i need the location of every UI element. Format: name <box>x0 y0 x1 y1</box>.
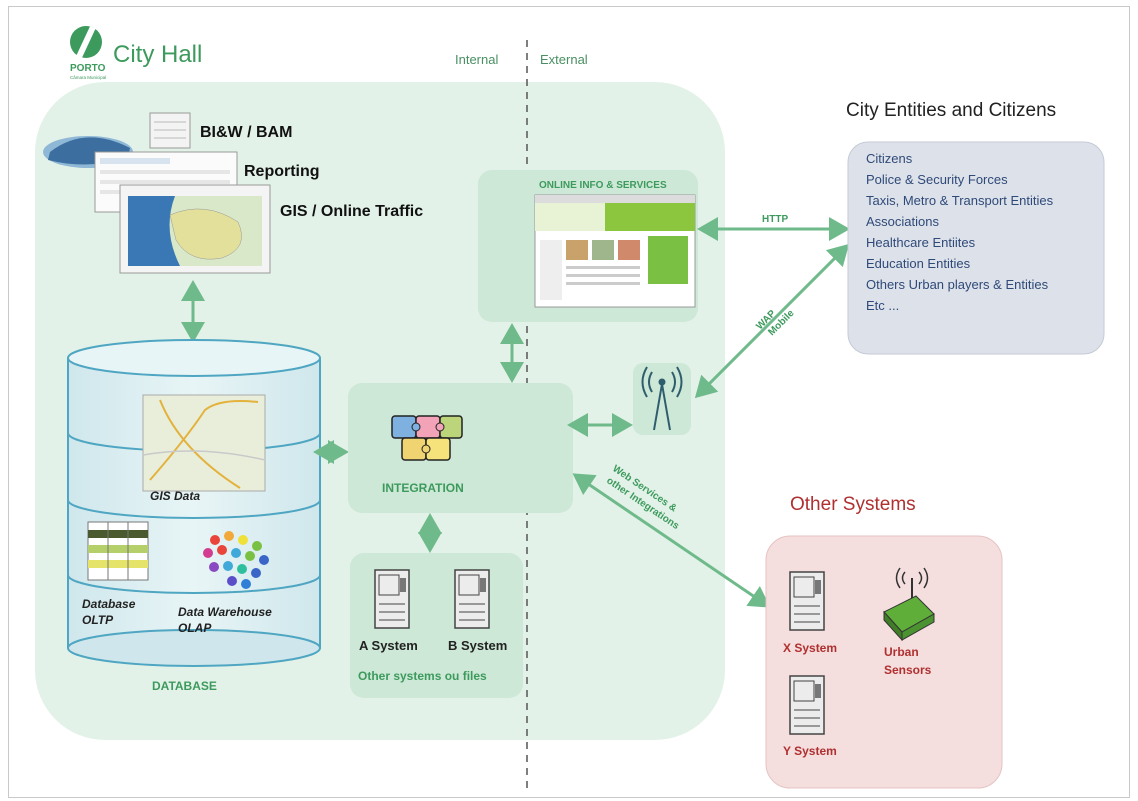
oltp-label-line1: Database <box>82 597 136 611</box>
page-title: City Hall <box>113 41 202 68</box>
other-systems-title: Other Systems <box>790 494 916 515</box>
database-title: DATABASE <box>152 679 217 693</box>
reporting-label: Reporting <box>244 163 320 180</box>
oltp-table-icon <box>87 521 149 581</box>
antenna-icon <box>641 366 683 431</box>
olap-label-line2: OLAP <box>178 621 212 635</box>
oltp-label-line2: OLTP <box>82 613 114 627</box>
b-system-label: B System <box>448 638 507 653</box>
external-label: External <box>540 52 588 67</box>
urban-sensors-label-line1: Urban <box>884 645 919 659</box>
gis-map-image <box>142 394 266 492</box>
olap-label-line1: Data Warehouse <box>178 605 272 619</box>
antenna-box <box>633 363 691 435</box>
entity-item-citizens: Citizens <box>866 151 913 166</box>
entity-item-police: Police & Security Forces <box>866 172 1008 187</box>
x-system-server-icon <box>789 571 825 631</box>
logo-subtext: Câmara Municipal <box>70 75 106 80</box>
entity-item-etc: Etc ... <box>866 298 900 313</box>
bi-screenshots <box>43 112 271 274</box>
entity-item-education: Education Entities <box>866 256 971 271</box>
integration-label: INTEGRATION <box>382 481 464 495</box>
other-systems-box <box>765 535 1003 789</box>
web-services-arrow <box>572 473 771 608</box>
entity-item-healthcare: Healthcare Entiites <box>866 235 976 250</box>
x-system-label: X System <box>783 641 837 655</box>
wap-mobile-arrow <box>694 243 850 399</box>
logo-text: PORTO <box>70 63 106 74</box>
entity-item-urban-players: Others Urban players & Entities <box>866 277 1049 292</box>
urban-sensor-icon <box>883 567 935 642</box>
gis-data-label: GIS Data <box>150 489 200 503</box>
puzzle-icon <box>391 415 463 461</box>
website-screenshot <box>534 194 696 308</box>
gis-online-traffic-label: GIS / Online Traffic <box>280 203 423 220</box>
internal-label: Internal <box>455 52 498 67</box>
b-system-server-icon <box>454 569 490 629</box>
other-systems-files-label: Other systems ou files <box>358 669 487 683</box>
olap-cube-icon <box>203 531 269 589</box>
http-label: HTTP <box>762 214 788 225</box>
entity-item-associations: Associations <box>866 214 939 229</box>
a-system-label: A System <box>359 638 418 653</box>
y-system-server-icon <box>789 675 825 735</box>
a-system-server-icon <box>374 569 410 629</box>
bi-bam-label: BI&W / BAM <box>200 124 292 141</box>
porto-logo <box>70 26 102 60</box>
entity-item-transport: Taxis, Metro & Transport Entities <box>866 193 1054 208</box>
urban-sensors-label-line2: Sensors <box>884 663 932 677</box>
online-services-label: ONLINE INFO & SERVICES <box>539 180 667 191</box>
city-entities-title: City Entities and Citizens <box>846 100 1056 121</box>
y-system-label: Y System <box>783 744 837 758</box>
city-entities-box <box>847 141 1105 355</box>
